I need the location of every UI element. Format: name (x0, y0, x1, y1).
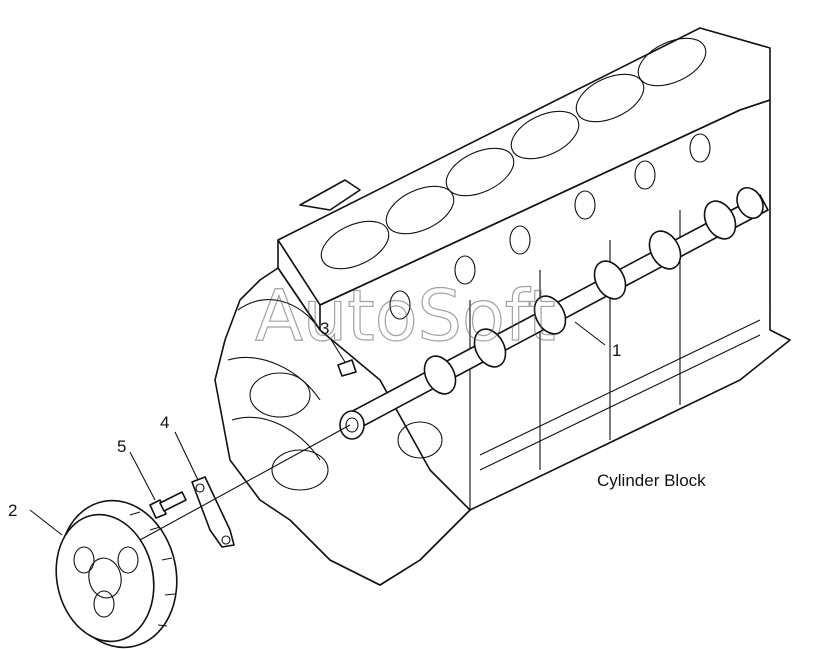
thrust-plate (191, 476, 235, 548)
bolt (149, 491, 187, 519)
assembly-axis-line (139, 424, 351, 541)
woodruff-key (337, 359, 357, 377)
camshaft (339, 186, 769, 440)
callout-3: 3 (320, 319, 329, 338)
callout-2: 2 (8, 501, 17, 520)
cylinder-block-label: Cylinder Block (597, 471, 706, 490)
callout-1: 1 (612, 341, 621, 360)
watermark: AutoSoft (255, 275, 556, 357)
leader-lines (29, 321, 606, 536)
camshaft-gear (55, 499, 178, 649)
cylinder-bores (320, 37, 707, 270)
callout-5: 5 (117, 437, 126, 456)
callout-4: 4 (160, 413, 169, 432)
tappet-bosses (389, 133, 711, 320)
